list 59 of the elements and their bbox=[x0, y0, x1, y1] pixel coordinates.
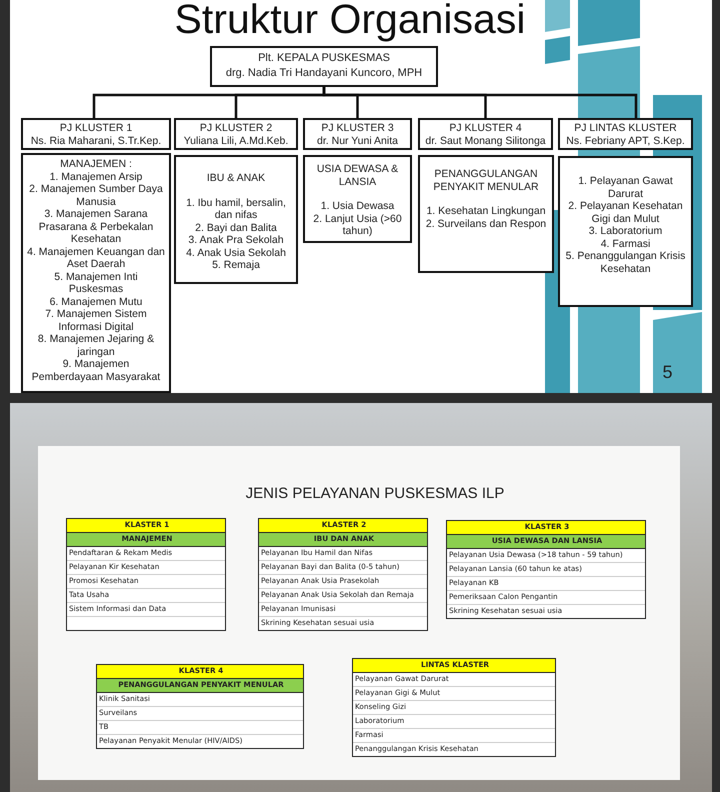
position-title: Plt. KEPALA PUSKESMAS bbox=[257, 51, 391, 66]
position-title: PJ KLUSTER 2 bbox=[198, 122, 274, 135]
duty-item: 7. Manajemen Sistem Informasi Digital bbox=[44, 308, 148, 333]
duty-item: 5. Remaja bbox=[211, 259, 261, 272]
connector-line bbox=[322, 87, 638, 118]
position-title: PJ KLUSTER 4 bbox=[448, 122, 523, 135]
duty-item: 3. Laboratorium bbox=[588, 225, 664, 238]
duty-heading: USIA DEWASA & LANSIA bbox=[316, 163, 400, 188]
head-box bbox=[210, 46, 438, 87]
service-table bbox=[96, 664, 304, 749]
duty-item: 2. Pelayanan Kesehatan Gigi dan Mulut bbox=[567, 200, 684, 225]
duty-box bbox=[21, 153, 171, 393]
person-name: Ns. Ria Maharani, S.Tr.Kep. bbox=[30, 135, 162, 148]
person-name: Ns. Febriany APT, S.Kep. bbox=[565, 135, 686, 148]
duty-item: 2. Lanjut Usia (>60 tahun) bbox=[312, 212, 403, 238]
person-name: dr. Nur Yuni Anita bbox=[316, 135, 399, 148]
duty-item: 5. Penanggulangan Krisis Kesehatan bbox=[564, 250, 686, 275]
duty-heading: PENANGGULANGAN PENYAKIT MENULAR bbox=[432, 168, 540, 193]
duty-item: 3. Manajemen Sarana Prasarana & Perbekalan Kesehatan bbox=[38, 208, 154, 246]
duty-box bbox=[418, 155, 554, 273]
duty-item: 1. Pelayanan Gawat Darurat bbox=[577, 175, 674, 200]
duty-item: 5. Manajemen Inti Puskesmas bbox=[53, 270, 139, 296]
duty-item: 1. Usia Dewasa bbox=[320, 200, 396, 212]
position-box bbox=[558, 118, 693, 150]
person-name: Yuliana Lili, A.Md.Keb. bbox=[182, 135, 290, 148]
position-title: PJ KLUSTER 1 bbox=[58, 122, 134, 135]
duty-box bbox=[174, 155, 298, 284]
position-box bbox=[21, 118, 171, 150]
duty-box bbox=[303, 155, 412, 243]
duty-item: 2. Manajemen Sumber Daya Manusia bbox=[28, 183, 164, 208]
duty-item: 2. Surveilans dan Respon bbox=[424, 218, 548, 230]
duty-heading: IBU & ANAK bbox=[206, 172, 266, 184]
position-box bbox=[418, 118, 553, 150]
service-table bbox=[66, 518, 226, 631]
duty-item: 9. Manajemen Pemberdayaan Masyarakat bbox=[30, 358, 162, 383]
position-title: PJ KLUSTER 3 bbox=[320, 122, 395, 135]
duty-item: 3. Anak Pra Sekolah bbox=[187, 234, 285, 246]
duty-item: 4. Manajemen Keuangan dan Aset Daerah bbox=[27, 246, 165, 270]
duty-item: 1. Manajemen Arsip bbox=[48, 170, 144, 183]
position-title: PJ LINTAS KLUSTER bbox=[573, 122, 678, 135]
position-box bbox=[303, 118, 412, 150]
duty-item: 4. Anak Usia Sekolah bbox=[185, 246, 287, 259]
page-number: 5 bbox=[661, 362, 674, 383]
duty-item: 4. Farmasi bbox=[600, 238, 652, 250]
service-table bbox=[446, 520, 646, 619]
duty-item: 1. Ibu hamil, bersalin, dan nifas bbox=[185, 196, 287, 222]
duty-item: 1. Kesehatan Lingkungan bbox=[425, 205, 547, 218]
slide-title: JENIS PELAYANAN PUSKESMAS ILP bbox=[244, 485, 506, 502]
duty-item: 8. Manajemen Jejaring & jaringan bbox=[36, 333, 156, 358]
position-box bbox=[174, 118, 298, 150]
duty-item: 2. Bayi dan Balita bbox=[194, 222, 278, 234]
person-name: dr. Saut Monang Silitonga bbox=[424, 135, 547, 148]
duty-item: 6. Manajemen Mutu bbox=[48, 296, 144, 308]
duty-heading: MANAJEMEN : bbox=[59, 158, 133, 170]
service-table bbox=[258, 518, 428, 631]
duty-box bbox=[558, 156, 693, 307]
slide-title: Struktur Organisasi bbox=[174, 0, 526, 42]
person-name: drg. Nadia Tri Handayani Kuncoro, MPH bbox=[224, 66, 424, 81]
service-table bbox=[352, 658, 556, 757]
